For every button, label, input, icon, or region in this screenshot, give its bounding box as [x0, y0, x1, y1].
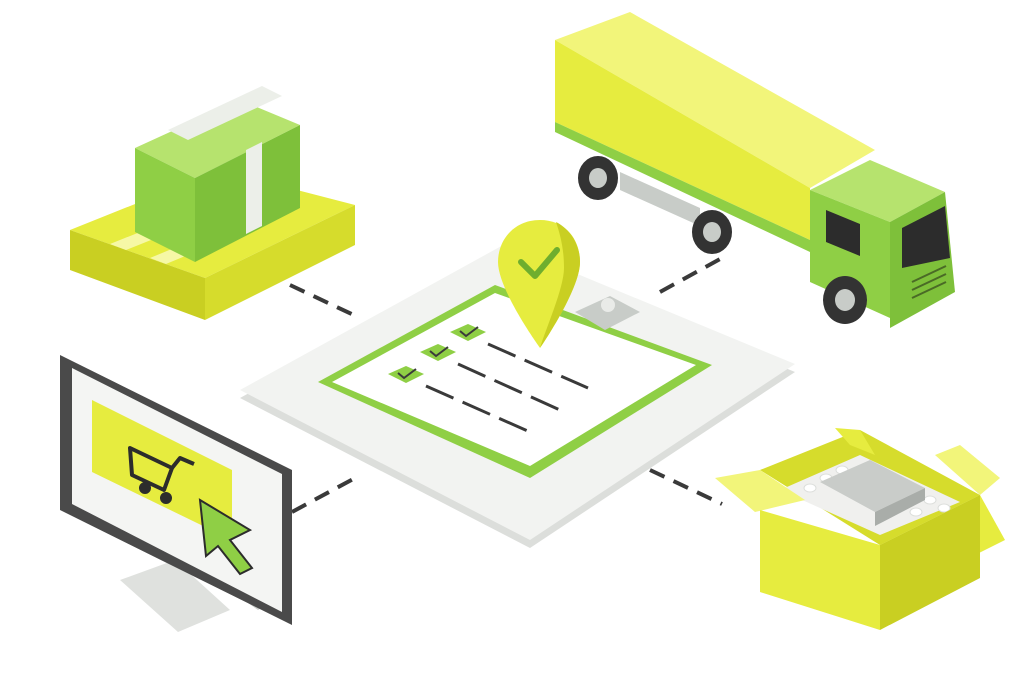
checklist-line — [425, 384, 531, 434]
check-icon — [459, 326, 479, 338]
windshield — [902, 206, 950, 268]
checklist-item — [450, 324, 589, 390]
shopping-monitor — [60, 355, 292, 632]
location-pin-icon — [498, 220, 580, 348]
connector-monitor — [291, 476, 356, 514]
connector-truck — [659, 256, 723, 294]
check-icon — [518, 247, 560, 279]
checklist-item — [388, 366, 531, 434]
checklist-board — [240, 220, 795, 548]
clipboard-clip — [575, 296, 640, 330]
monitor-screen-card — [92, 400, 232, 540]
side-window — [826, 210, 860, 256]
checklist-line — [487, 342, 589, 390]
checklist-item — [420, 344, 561, 412]
delivery-truck — [555, 12, 955, 328]
cursor-arrow-icon — [198, 498, 254, 576]
connector-lines — [289, 256, 723, 514]
packed-item — [820, 460, 925, 512]
cart-icon — [128, 446, 195, 504]
open-shipping-box — [715, 428, 1005, 630]
checklist-line — [457, 362, 561, 412]
connector-pallet — [289, 283, 361, 320]
check-icon — [397, 368, 417, 380]
check-icon — [429, 346, 449, 358]
checklist-items — [388, 324, 589, 434]
connector-box — [649, 468, 723, 506]
pallet-with-box — [70, 86, 355, 320]
